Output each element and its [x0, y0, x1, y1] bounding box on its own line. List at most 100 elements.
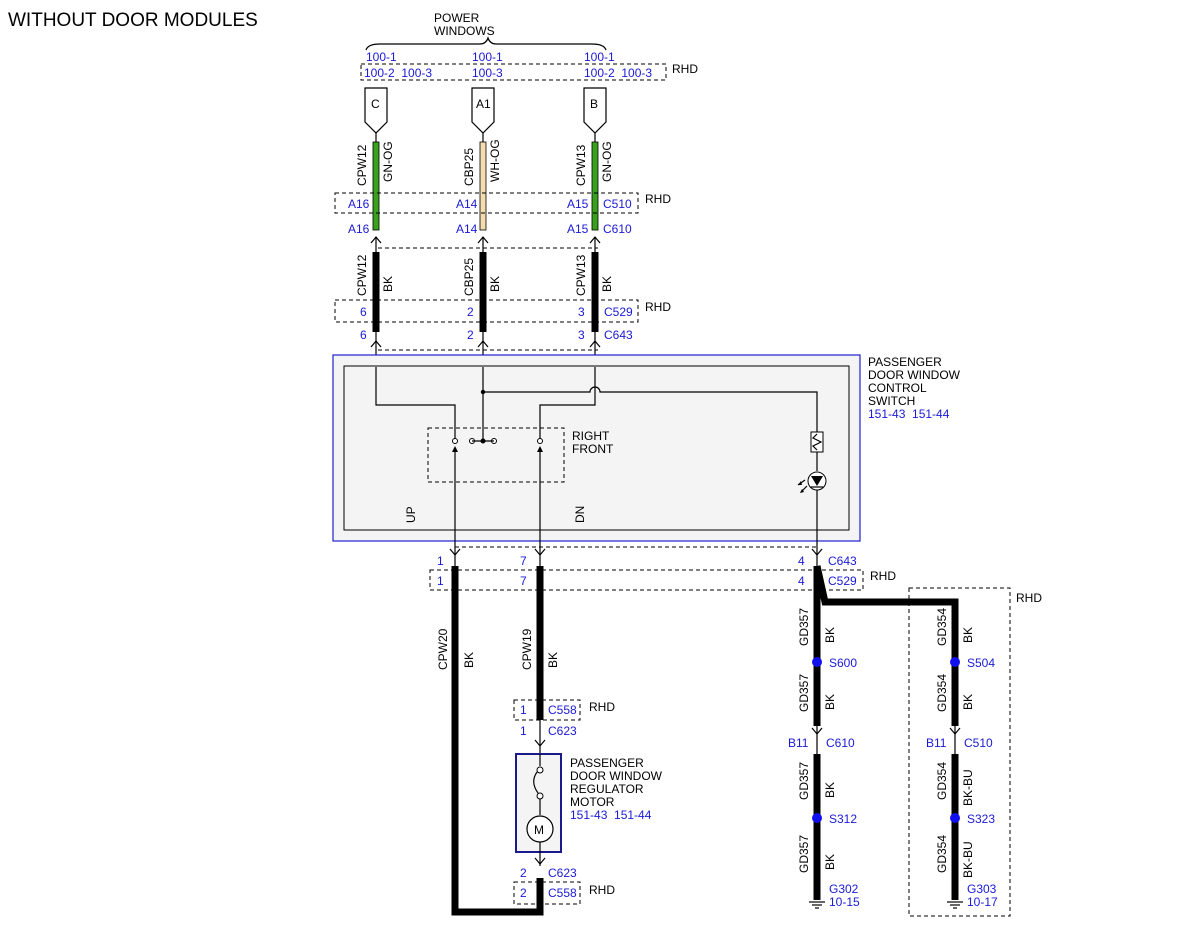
- connector-flag-a1: A1: [471, 87, 495, 134]
- power-windows-label-1: POWER: [434, 11, 480, 25]
- c529-pin: 2: [467, 305, 474, 319]
- splice-s504: [950, 657, 960, 667]
- switch-internal-wire-up: [375, 367, 456, 440]
- gd357-pin: B11: [788, 736, 809, 750]
- c558-top-rhd-box: [513, 699, 581, 721]
- switch-contact: [537, 438, 543, 444]
- circuit-breaker-contact: [536, 792, 544, 800]
- lower-c529-rhd-box: [429, 569, 864, 591]
- switch-actuator-arrow: [452, 446, 458, 452]
- wire-color-label: BK: [546, 652, 560, 668]
- wire-circuit-label: GD357: [797, 608, 811, 646]
- circuit-breaker-symbol: [533, 771, 539, 794]
- gd354-rhd-label: RHD: [1016, 591, 1042, 605]
- c510-pin: A15: [567, 197, 589, 211]
- wire-color-label: GN-OG: [381, 141, 395, 182]
- ground-ref: 10-17: [967, 895, 998, 909]
- switch-name-line: PASSENGER: [868, 355, 942, 369]
- splice-label: S312: [829, 812, 857, 826]
- splice-s323: [950, 813, 960, 823]
- c529-connector-id: C529: [604, 305, 633, 319]
- c510-rhd-label: RHD: [645, 192, 671, 206]
- c623-bot-connector-id: C623: [548, 866, 577, 880]
- c558-bot-rhd-label: RHD: [589, 883, 615, 897]
- pw-ref-a1-1: 100-1: [472, 50, 503, 64]
- c610-connector-id: C610: [603, 222, 632, 236]
- splice-s600: [812, 657, 822, 667]
- wire-color-label: BK: [961, 627, 975, 643]
- lower-c643-connector-id: C643: [828, 554, 857, 568]
- connector-flag-c-label: C: [371, 97, 380, 111]
- c510-pin: A16: [348, 197, 370, 211]
- right-front-switch-group: [427, 427, 565, 483]
- pw-rhd-box: [360, 63, 667, 81]
- c558-top-connector-id: C558: [548, 703, 577, 717]
- c558-bot-connector-id: C558: [548, 886, 577, 900]
- wire-cpw20-bk: [451, 566, 544, 916]
- wire-color-label: BK: [961, 694, 975, 710]
- wire-circuit-label: CBP25: [462, 258, 476, 296]
- wire-circuit-label: CPW12: [355, 144, 369, 186]
- gd354-rhd-box: [908, 587, 1011, 917]
- wire-color-label: BK: [823, 694, 837, 710]
- c558-bot-rhd-box: [513, 881, 581, 905]
- splice-s312: [812, 813, 822, 823]
- c510-connector-id: C510: [603, 197, 632, 211]
- splice-label: S323: [967, 812, 995, 826]
- gd354-pin: B11: [926, 736, 947, 750]
- c529-rhd-label: RHD: [645, 300, 671, 314]
- resistor-zigzag: [811, 433, 823, 451]
- c558-bot-pin: 2: [520, 886, 527, 900]
- switch-up-label: UP: [404, 506, 418, 523]
- splice-label: S504: [967, 656, 995, 670]
- wire-circuit-label: GD354: [935, 835, 949, 873]
- wire-cpw12-gnog: [372, 141, 380, 231]
- gd354-connector-id: C510: [964, 736, 993, 750]
- wire-circuit-label: GD357: [797, 762, 811, 800]
- wire-color-label: BK: [823, 854, 837, 870]
- c610-pin: A14: [456, 222, 478, 236]
- wire-circuit-label: GD354: [935, 762, 949, 800]
- ground-icon: [809, 901, 825, 909]
- wire-circuit-label: GD354: [935, 608, 949, 646]
- switch-refs: 151-43 151-44: [868, 407, 950, 421]
- wire-color-label: BK: [381, 276, 395, 292]
- switch-name-line: DOOR WINDOW: [868, 368, 961, 382]
- gd357-connector-id: C610: [826, 736, 855, 750]
- motor-symbol-label: M: [534, 823, 544, 837]
- wire-color-label: BK-BU: [961, 769, 975, 806]
- c558-top-rhd-label: RHD: [589, 700, 615, 714]
- circuit-breaker-contact: [536, 766, 544, 774]
- wire-color-label: GN-OG: [600, 141, 614, 182]
- connector-flag-c: C: [364, 87, 388, 134]
- switch-internal-wire-illum: [483, 386, 818, 432]
- pw-rhd-label: RHD: [672, 62, 698, 76]
- connector-flag-b-label: B: [590, 97, 598, 111]
- c529-rhd-box: [334, 299, 639, 323]
- c558-top-pin: 1: [520, 703, 527, 717]
- wire-circuit-label: CPW19: [520, 628, 534, 670]
- connector-flag-b: B: [583, 87, 607, 134]
- wire-circuit-label: CPW13: [574, 254, 588, 296]
- switch-actuator-arrow: [537, 446, 543, 452]
- c623-top-pin: 1: [520, 724, 527, 738]
- wire-color-label: BK: [823, 627, 837, 643]
- splice-label: S600: [829, 656, 857, 670]
- c510-pin: A14: [456, 197, 478, 211]
- motor-refs: 151-43 151-44: [570, 808, 652, 822]
- switch-name-line: SWITCH: [868, 394, 915, 408]
- c610-pin: A16: [348, 222, 370, 236]
- right-front-label: RIGHT: [572, 429, 610, 443]
- c643-pin: 6: [360, 328, 367, 342]
- pw-ref-b-1: 100-1: [584, 50, 615, 64]
- c623-top-connector-id: C623: [548, 724, 577, 738]
- motor-icon: M: [526, 815, 554, 843]
- pw-ref-c-1: 100-1: [366, 50, 397, 64]
- power-windows-brace: [365, 36, 607, 51]
- wire-color-label: BK: [823, 782, 837, 798]
- connector-chevron: [534, 857, 546, 865]
- power-windows-label-2: WINDOWS: [434, 24, 495, 38]
- lower-c529-pin: 1: [437, 574, 444, 588]
- wire-circuit-label: CPW13: [574, 144, 588, 186]
